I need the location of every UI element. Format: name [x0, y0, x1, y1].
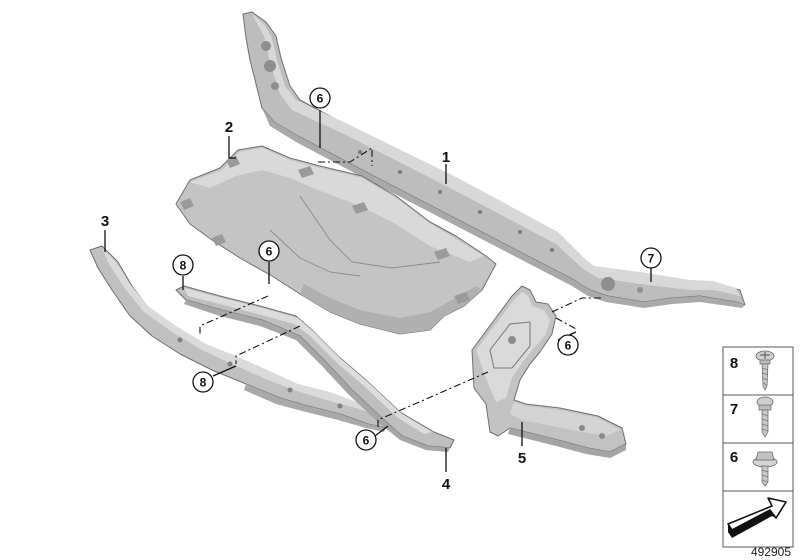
callout-3: 3 [101, 213, 109, 230]
callout-5: 5 [518, 450, 526, 467]
circled-callout-6-top: 6 [309, 87, 331, 109]
direction-arrow-icon [727, 497, 787, 538]
svg-text:6: 6 [363, 434, 370, 448]
legend-item-6[interactable]: 6 [730, 449, 778, 487]
circled-callout-8-bottom: 8 [192, 371, 214, 393]
circled-callout-6-right: 6 [557, 334, 579, 356]
svg-text:7: 7 [648, 252, 655, 266]
bracket-part-5[interactable] [471, 285, 627, 458]
leader-lines [104, 110, 652, 472]
circled-callout-6-bottom: 6 [355, 429, 377, 451]
cross-member-part-1[interactable] [242, 11, 746, 308]
diagonal-brace-part-4[interactable] [175, 285, 455, 452]
svg-text:8: 8 [180, 259, 187, 273]
svg-text:6: 6 [565, 339, 572, 353]
underbody-shield-part-2[interactable] [175, 145, 497, 335]
fastener-legend: 8 7 6 [722, 346, 794, 548]
screw-7-icon [756, 396, 774, 438]
circled-callout-7: 7 [640, 247, 662, 269]
circled-callout-6-middle: 6 [258, 240, 280, 262]
svg-text:6: 6 [317, 92, 324, 106]
legend-item-8[interactable]: 8 [730, 350, 775, 391]
svg-text:7: 7 [730, 401, 738, 418]
callout-4: 4 [442, 476, 451, 493]
circled-callout-8-top: 8 [172, 254, 194, 276]
svg-text:6: 6 [266, 245, 273, 259]
diagram-code: 492905 [751, 545, 791, 559]
svg-text:8: 8 [730, 355, 738, 372]
legend-item-7[interactable]: 7 [730, 396, 774, 438]
svg-text:6: 6 [730, 449, 738, 466]
callout-2: 2 [225, 119, 233, 136]
screw-8-icon [755, 350, 775, 391]
alignment-lines [199, 146, 604, 428]
svg-text:8: 8 [200, 376, 207, 390]
bolt-6-icon [752, 451, 778, 487]
callout-1: 1 [442, 149, 450, 166]
